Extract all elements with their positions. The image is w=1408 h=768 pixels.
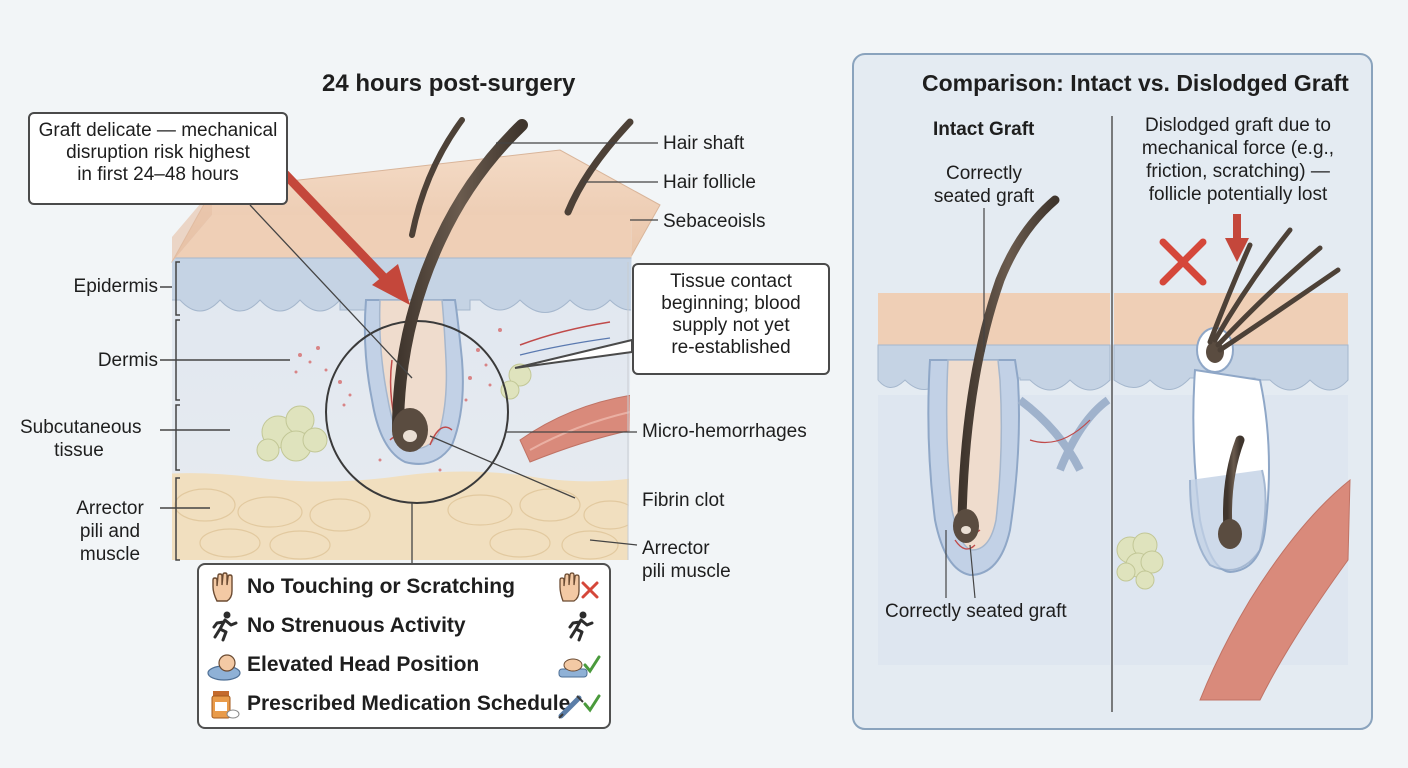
label-fibrin-clot: Fibrin clot [642,490,725,511]
callout-line: supply not yet [672,315,790,336]
label-line: pili muscle [642,561,731,582]
intact-graft-illustration [877,195,1111,665]
muscle-strip [1199,478,1351,701]
comparison-title: Comparison: Intact vs. Dislodged Graft [922,70,1349,96]
skin-cross-section [171,117,661,560]
dislodged-graft-illustration [1113,214,1351,701]
label-micro-hemorrhages: Micro-hemorrhages [642,421,807,442]
label-arrector-pili-muscle: Arrector pili muscle [642,537,731,583]
callout-line: beginning; blood [661,293,801,314]
instruction-label: Elevated Head Position [247,653,480,676]
hand-cross-icon [559,572,599,602]
care-instructions-box: No Touching or Scratching No Strenuous A… [197,563,611,729]
intact-graft-heading: Intact Graft [933,119,1035,140]
label-line: Subcutaneous [20,417,142,438]
label-line: mechanical force (e.g., [1141,138,1335,159]
label-line: Correctly [945,163,1022,184]
callout-line: Tissue contact [670,271,792,292]
pillow-head-icon [207,654,241,681]
leader-lines [249,142,658,563]
instruction-row: No Strenuous Activity [199,608,609,644]
hand-icon [212,572,233,602]
callout-line: in first 24–48 hours [77,164,239,185]
instruction-label: Prescribed Medication Schedule [247,692,571,715]
label-sebaceous: Sebaceoisls [663,211,766,232]
dislodged-graft-label: Dislodged graft due to mechanical force … [1126,114,1350,206]
label-line: muscle [79,544,141,565]
runner-icon [568,611,594,642]
label-epidermis: Epidermis [73,276,158,297]
intact-graft-label: Correctly seated graft [914,162,1054,208]
callout-tissue-contact: Tissue contact beginning; blood supply n… [632,263,830,375]
label-arrector-pili: Arrector pili and muscle [62,497,158,566]
main-title: 24 hours post-surgery [322,70,576,97]
label-hair-follicle: Hair follicle [663,172,756,193]
label-line: pili and [79,521,141,542]
label-line: Arrector [642,538,710,559]
label-hair-shaft: Hair shaft [663,133,745,154]
instruction-row: Elevated Head Position [199,647,609,683]
sebaceous-gland [1116,532,1164,590]
intact-graft-bottom-label: Correctly seated graft [885,601,1067,622]
cross-icon [1159,238,1207,286]
label-line: Arrector [76,498,144,519]
syringe-check-icon [558,694,601,719]
callout-line: Graft delicate — mechanical [38,120,278,141]
callout-line: re-established [671,337,791,358]
instruction-label: No Touching or Scratching [247,575,515,598]
layer-brackets [160,261,290,561]
label-line: Dislodged graft due to [1145,115,1331,136]
runner-icon [212,611,238,642]
instruction-row: No Touching or Scratching [199,569,609,605]
pill-bottle-icon [211,691,240,719]
label-dermis: Dermis [97,350,158,371]
callout-line: disruption risk highest [66,142,250,163]
label-subcutaneous: Subcutaneous tissue [20,416,142,462]
label-line: seated graft [933,186,1035,207]
label-line: tissue [54,440,104,461]
label-line: friction, scratching) — [1146,161,1330,182]
callout-graft-delicate: Graft delicate — mechanical disruption r… [28,112,288,205]
instruction-row: Prescribed Medication Schedule [199,686,609,722]
pillow-check-icon [558,655,601,678]
label-line: follicle potentially lost [1148,184,1328,205]
instruction-label: No Strenuous Activity [247,614,466,637]
